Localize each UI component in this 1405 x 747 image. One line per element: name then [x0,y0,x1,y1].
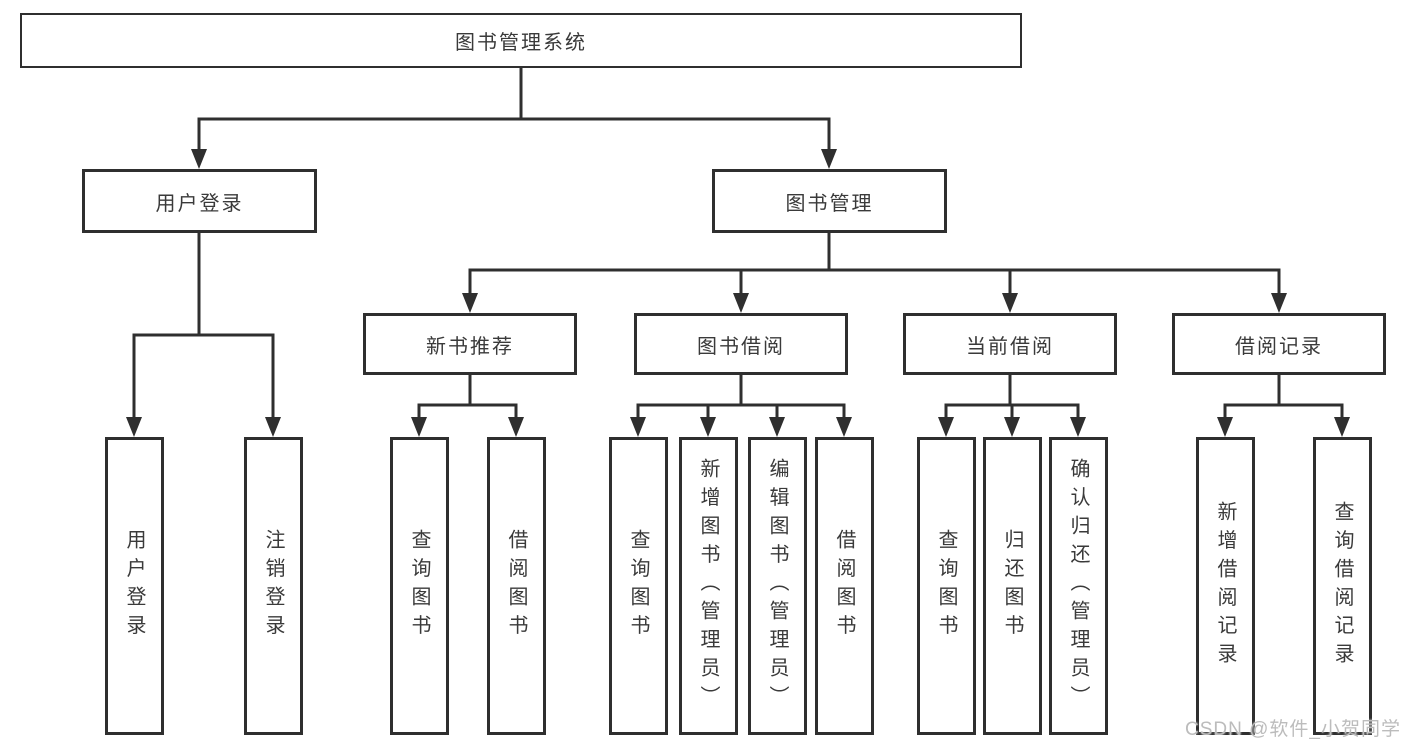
leaf-borrow-books: 借阅图书 [815,437,874,735]
node-user-login: 用户登录 [82,169,317,233]
node-label: 图书管理系统 [455,32,587,54]
node-label: 图书管理 [785,192,874,215]
node-book-management: 图书管理 [712,169,947,233]
leaf-logout: 注销登录 [244,437,303,735]
connector-bookborrow-to-leaves [630,375,852,437]
leaf-borrow-books-recommend: 借阅图书 [487,437,546,735]
connector-currentborrow-to-leaves [938,375,1086,437]
csdn-watermark: CSDN @软件_小贺同学 [1185,719,1401,740]
leaf-query-books-recommend: 查询图书 [390,437,449,735]
node-book-borrow: 图书借阅 [634,313,848,375]
node-label: 查询图书 [935,529,957,643]
leaf-confirm-return-admin: 确认归还（管理员） [1049,437,1108,735]
node-root-system: 图书管理系统 [20,13,1022,68]
leaf-query-borrow-record: 查询借阅记录 [1313,437,1372,735]
leaf-add-books-admin: 新增图书（管理员） [679,437,738,735]
node-label: 查询图书 [408,529,430,643]
leaf-edit-books-admin: 编辑图书（管理员） [748,437,807,735]
node-label: 借阅记录 [1235,335,1323,358]
node-label: 查询借阅记录 [1331,500,1353,672]
node-label: 新增借阅记录 [1214,500,1236,672]
node-label: 新增图书（管理员） [697,458,719,714]
leaf-add-borrow-record: 新增借阅记录 [1196,437,1255,735]
leaf-query-books-current: 查询图书 [917,437,976,735]
node-label: 确认归还（管理员） [1067,458,1089,714]
node-label: 新书推荐 [426,335,514,358]
node-label: 借阅图书 [833,529,855,643]
connector-userlogin-to-leaves [126,233,281,437]
node-label: 当前借阅 [966,335,1054,358]
connector-bookmgmt-to-level3 [462,233,1287,313]
connector-root-to-level2 [191,68,837,169]
node-label: 用户登录 [155,192,244,215]
node-label: 编辑图书（管理员） [766,458,788,714]
node-new-book-recommend: 新书推荐 [363,313,577,375]
node-label: 查询图书 [627,529,649,643]
node-label: 借阅图书 [505,529,527,643]
node-label: 图书借阅 [697,335,785,358]
connector-borrowrecords-to-leaves [1217,375,1350,437]
node-borrow-records: 借阅记录 [1172,313,1386,375]
leaf-user-login: 用户登录 [105,437,164,735]
node-current-borrow: 当前借阅 [903,313,1117,375]
leaf-query-books-borrow: 查询图书 [609,437,668,735]
leaf-return-books: 归还图书 [983,437,1042,735]
node-label: 用户登录 [123,529,145,643]
node-label: 归还图书 [1001,529,1023,643]
connector-newbookrec-to-leaves [411,375,524,437]
node-label: 注销登录 [262,529,284,643]
